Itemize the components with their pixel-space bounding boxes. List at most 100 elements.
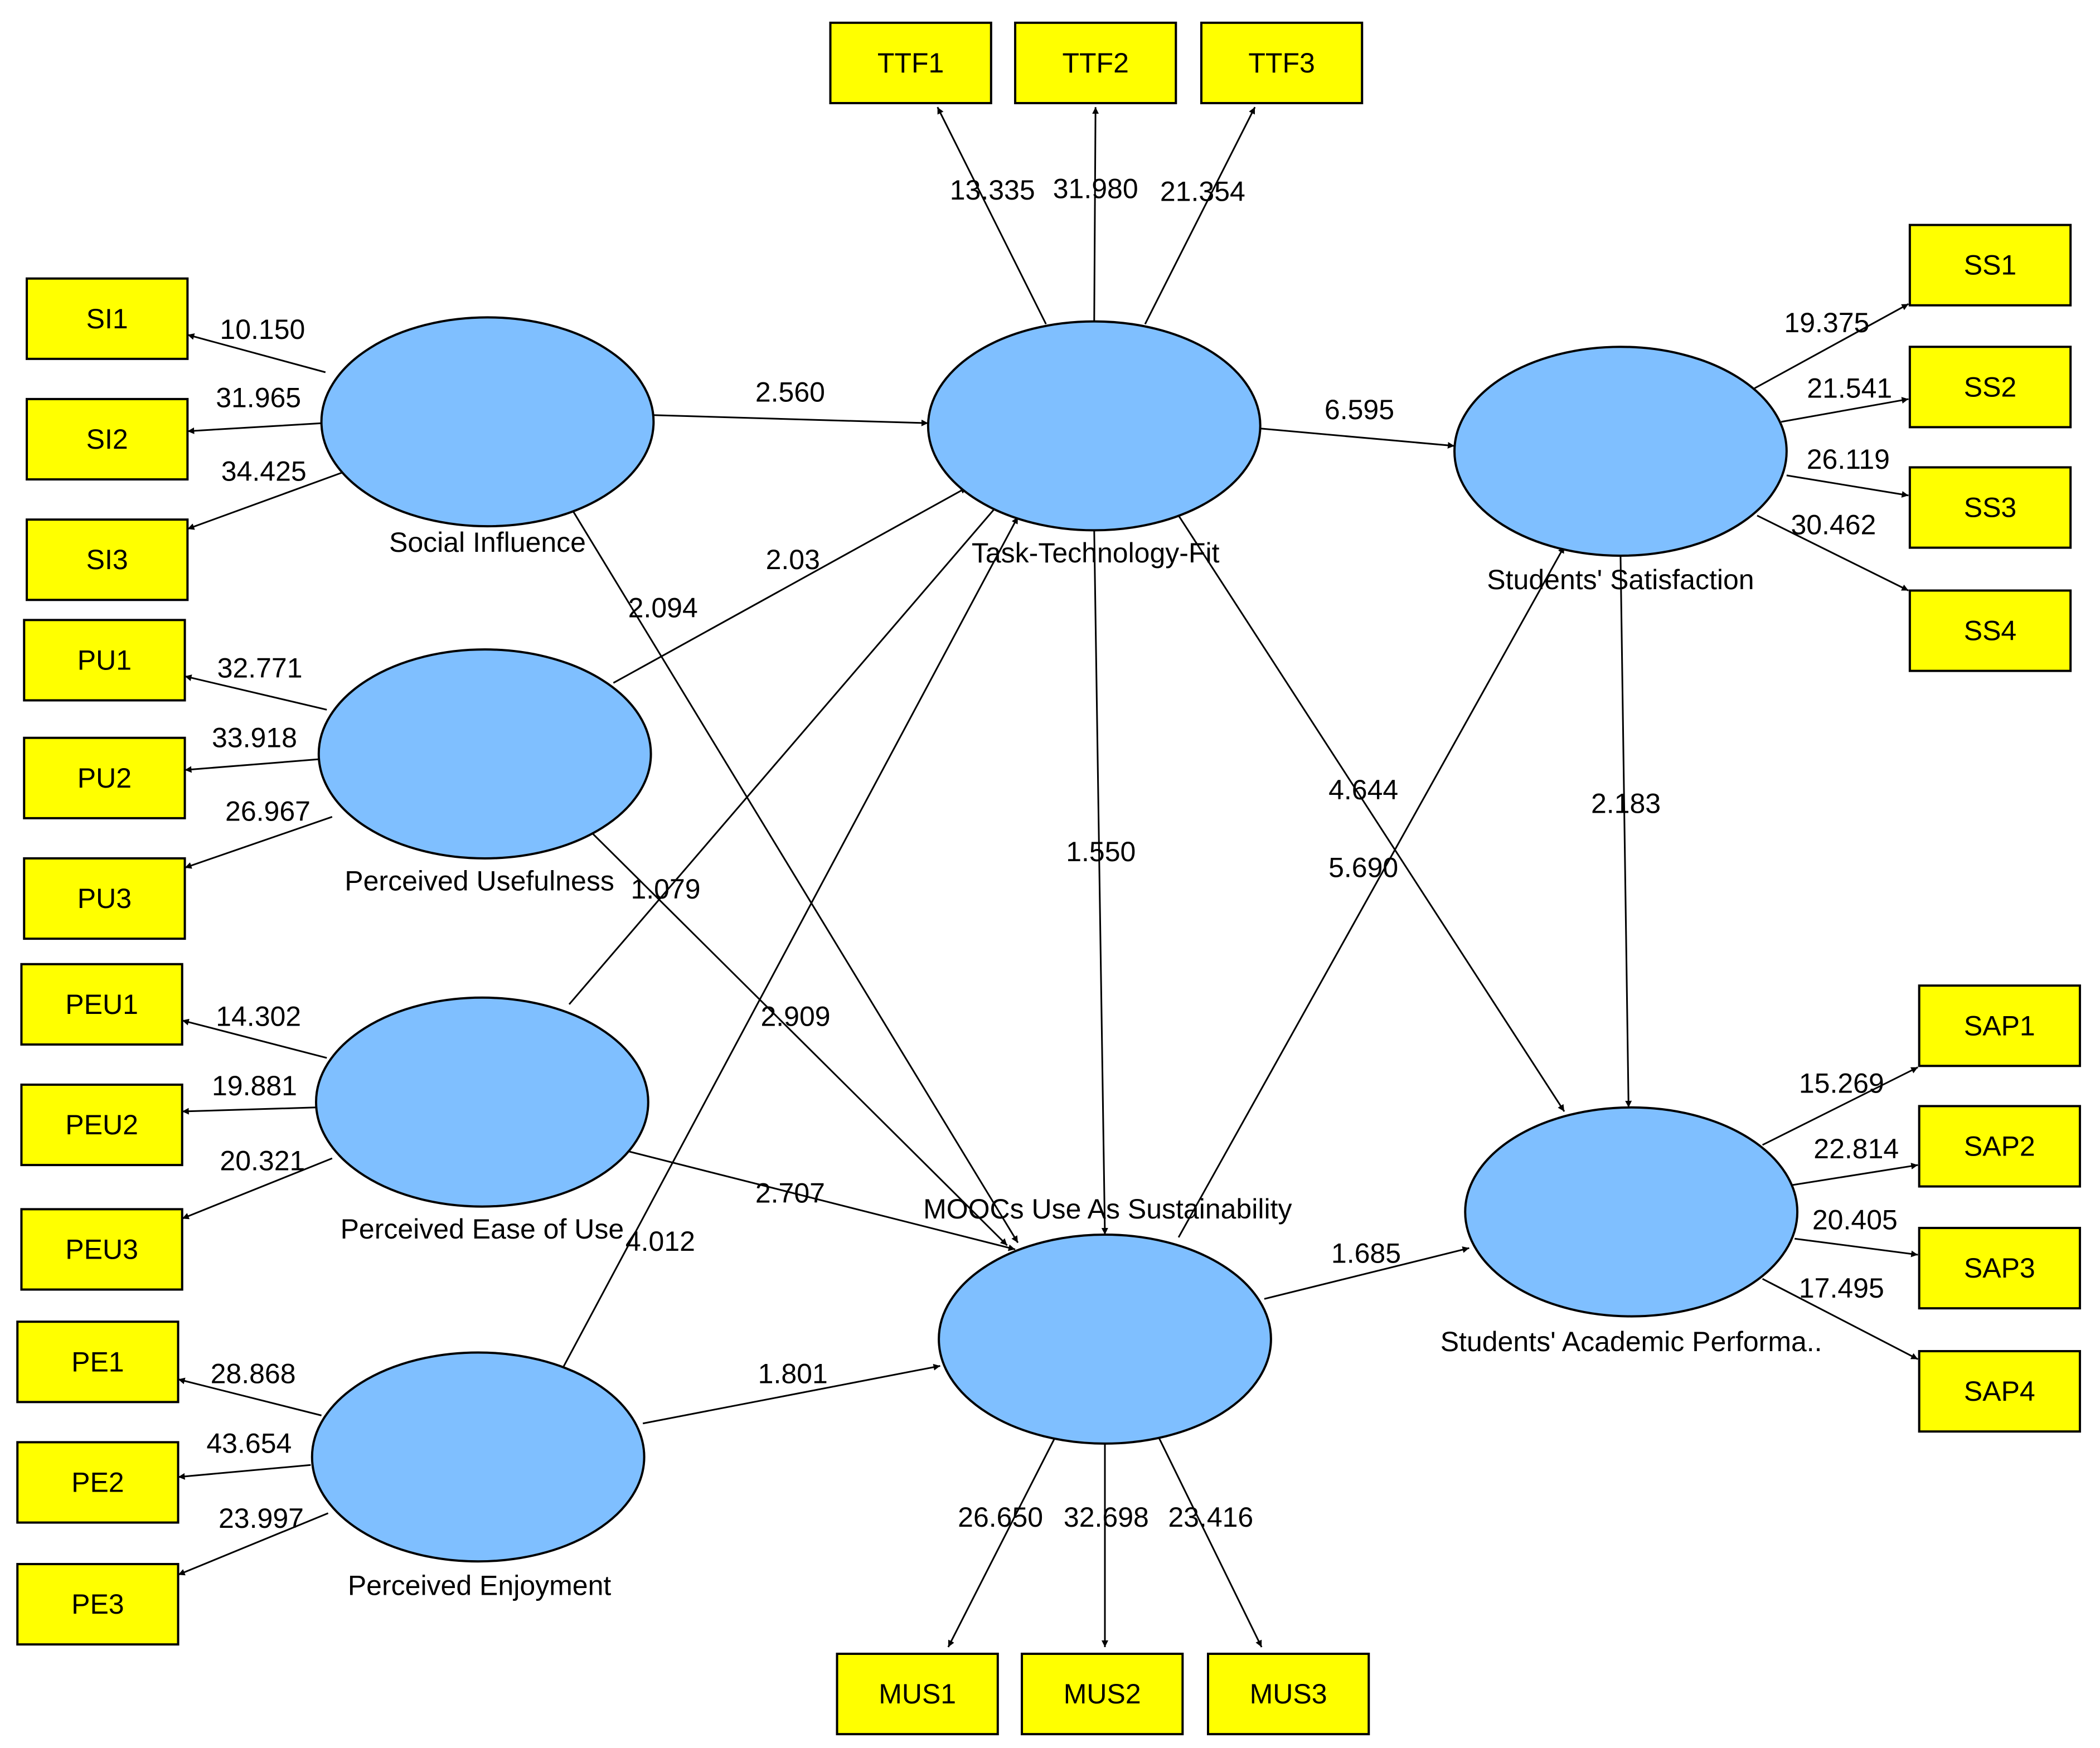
latent-perceived-ease-of-use: Perceived Ease of Use <box>314 996 649 1245</box>
loading-value-ss-ss1: 19.375 <box>1784 307 1869 338</box>
indicator-box-sap4 <box>1918 1350 2081 1433</box>
loading-value-ttf-ttf3: 21.354 <box>1160 176 1245 207</box>
latent-perceived-enjoyment: Perceived Enjoyment <box>311 1351 646 1601</box>
indicator-label-ttf2: TTF2 <box>1062 47 1128 79</box>
indicator-box-ttf3 <box>1200 21 1364 104</box>
loading-arrow-sap-sap1 <box>1762 1066 1918 1146</box>
indicator-label-mus1: MUS1 <box>879 1678 956 1710</box>
loading-sap-sap3: 20.405 <box>1795 1204 1918 1257</box>
loading-value-si-si2: 31.965 <box>216 382 301 413</box>
path-value-si-mus: 2.094 <box>628 593 698 624</box>
indicator-label-pe3: PE3 <box>71 1589 124 1620</box>
indicator-ttf2: TTF2 <box>1014 21 1177 104</box>
indicator-box-sap1 <box>1918 984 2081 1067</box>
loading-si-si2: 31.965 <box>187 382 323 434</box>
indicator-label-ss3: SS3 <box>1964 492 2017 523</box>
path-ttf-mus: 1.550 <box>1066 530 1136 1235</box>
latent-ellipse-peu <box>314 996 649 1208</box>
loading-value-mus-mus1: 26.650 <box>958 1502 1043 1533</box>
loading-ttf-ttf2: 31.980 <box>1053 107 1138 322</box>
indicator-label-peu3: PEU3 <box>65 1234 138 1265</box>
path-arrow-ttf-mus <box>1093 530 1108 1235</box>
loading-mus-mus3: 23.416 <box>1157 1436 1263 1648</box>
loading-value-ss-ss2: 21.541 <box>1807 373 1892 404</box>
loading-arrow-pu-pu1 <box>185 674 327 711</box>
loading-value-peu-peu2: 19.881 <box>212 1070 297 1101</box>
loading-pe-pe2: 43.654 <box>178 1428 311 1480</box>
indicator-label-pu2: PU2 <box>77 763 132 794</box>
indicator-pu2: PU2 <box>23 736 186 819</box>
loading-ttf-ttf1: 13.335 <box>937 106 1047 325</box>
path-peu-ttf: 1.079 <box>568 503 1000 1005</box>
indicator-label-peu2: PEU2 <box>65 1109 138 1140</box>
loading-peu-peu3: 20.321 <box>182 1145 333 1220</box>
path-mus-sap: 1.685 <box>1264 1237 1469 1300</box>
indicator-label-sap4: SAP4 <box>1964 1376 2035 1407</box>
path-arrow-ss-sap <box>1619 555 1632 1108</box>
indicator-si2: SI2 <box>26 397 189 481</box>
indicator-box-peu1 <box>20 963 183 1046</box>
indicator-box-ss4 <box>1908 589 2072 672</box>
loading-arrow-ss-ss3 <box>1786 474 1909 498</box>
indicator-mus2: MUS2 <box>1021 1652 1184 1736</box>
indicator-box-pe1 <box>16 1320 180 1404</box>
indicator-label-ss2: SS2 <box>1964 371 2017 402</box>
loading-value-pe-pe2: 43.654 <box>206 1428 292 1459</box>
indicator-label-sap3: SAP3 <box>1964 1252 2035 1284</box>
path-arrow-pe-ttf <box>561 516 1019 1369</box>
path-arrow-ttf-sap <box>1177 515 1565 1112</box>
loading-arrow-peu-peu3 <box>182 1157 333 1220</box>
indicator-label-sap2: SAP2 <box>1964 1130 2035 1162</box>
loading-peu-peu1: 14.302 <box>182 1001 327 1059</box>
loading-arrow-pu-pu2 <box>185 758 319 773</box>
indicator-label-ss1: SS1 <box>1964 250 2017 281</box>
indicator-pe2: PE2 <box>16 1441 180 1524</box>
path-arrow-pu-mus <box>589 829 1008 1246</box>
indicator-box-peu3 <box>20 1208 183 1291</box>
path-pe-ttf: 4.012 <box>561 516 1019 1369</box>
loading-arrow-ss-ss1 <box>1754 303 1909 390</box>
latent-ellipse-sap <box>1464 1106 1799 1318</box>
path-pe-mus: 1.801 <box>642 1358 940 1425</box>
indicator-ss2: SS2 <box>1908 346 2072 429</box>
path-arrow-mus-sap <box>1264 1246 1469 1300</box>
loading-value-pu-pu3: 26.967 <box>225 796 311 827</box>
loading-value-sap-sap4: 17.495 <box>1799 1273 1884 1304</box>
path-si-mus: 2.094 <box>568 504 1019 1244</box>
loading-arrow-peu-peu2 <box>182 1106 317 1115</box>
indicator-label-si1: SI1 <box>86 303 128 334</box>
indicator-label-mus2: MUS2 <box>1064 1678 1141 1710</box>
loading-pe-pe3: 23.997 <box>177 1503 329 1576</box>
indicator-box-peu2 <box>20 1083 183 1167</box>
loading-arrow-ttf-ttf3 <box>1144 106 1256 325</box>
latent-label-ttf: Task-Technology-Fit <box>972 537 1220 569</box>
indicator-label-mus3: MUS3 <box>1250 1678 1327 1710</box>
path-arrow-pe-mus <box>642 1363 940 1425</box>
latent-ellipse-pu <box>317 648 652 860</box>
indicator-label-ttf3: TTF3 <box>1248 47 1315 79</box>
latent-label-peu: Perceived Ease of Use <box>341 1213 624 1245</box>
loading-ss-ss4: 30.462 <box>1757 509 1909 591</box>
loading-peu-peu2: 19.881 <box>182 1070 317 1115</box>
indicator-box-sap2 <box>1918 1105 2081 1188</box>
indicator-box-si1 <box>26 277 189 360</box>
indicator-label-pe2: PE2 <box>71 1467 124 1498</box>
indicator-box-sap3 <box>1918 1227 2081 1310</box>
indicator-pu1: PU1 <box>23 619 186 702</box>
indicator-box-mus2 <box>1021 1652 1184 1736</box>
path-value-pu-ttf: 2.03 <box>766 544 820 575</box>
path-value-ttf-mus: 1.550 <box>1066 836 1136 867</box>
path-value-si-ttf: 2.560 <box>755 377 825 408</box>
indicator-mus1: MUS1 <box>836 1652 999 1736</box>
loading-value-peu-peu3: 20.321 <box>220 1145 305 1177</box>
indicator-box-pu2 <box>23 736 186 819</box>
loading-arrow-sap-sap2 <box>1792 1163 1918 1186</box>
loading-value-si-si1: 10.150 <box>220 314 305 345</box>
latent-students-satisfaction: Students' Satisfaction <box>1453 346 1788 595</box>
path-value-ss-sap: 2.183 <box>1591 788 1661 819</box>
indicator-pe3: PE3 <box>16 1563 180 1646</box>
latent-label-pu: Perceived Usefulness <box>345 866 614 897</box>
indicator-sap4: SAP4 <box>1918 1350 2081 1433</box>
path-ttf-ss: 6.595 <box>1260 394 1455 449</box>
